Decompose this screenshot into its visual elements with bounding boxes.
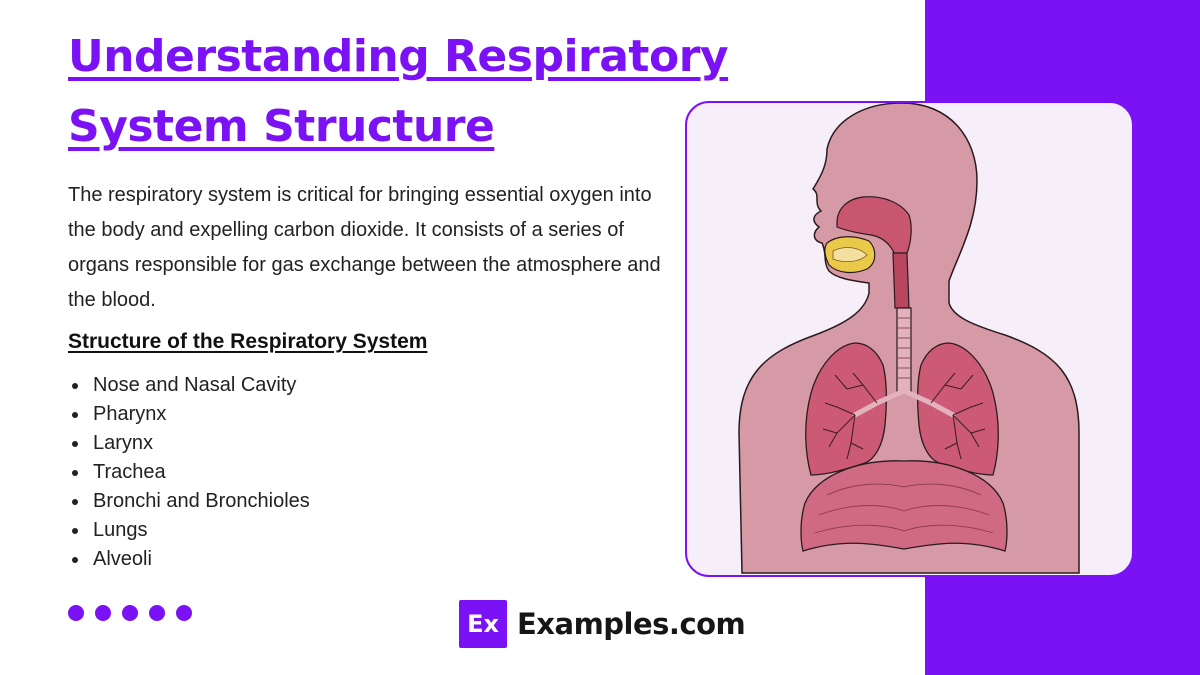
decorative-dots: [68, 605, 192, 621]
respiratory-system-illustration: [738, 103, 1080, 574]
tongue-shape: [832, 247, 868, 263]
bullet-icon: [72, 556, 78, 563]
pharynx-shape: [892, 252, 910, 309]
list-item: Alveoli: [68, 545, 310, 574]
dot-icon: [68, 605, 84, 621]
list-item: Trachea: [68, 458, 310, 487]
illustration-card: [685, 101, 1134, 577]
logo-mark: Ex: [459, 600, 507, 648]
list-item: Lungs: [68, 516, 310, 545]
list-item-label: Trachea: [93, 461, 166, 483]
intro-paragraph: The respiratory system is critical for b…: [68, 184, 661, 311]
trachea-shape: [896, 307, 912, 394]
list-item-label: Bronchi and Bronchioles: [93, 490, 310, 512]
bullet-icon: [72, 527, 78, 534]
bullet-icon: [72, 469, 78, 476]
examples-logo[interactable]: Ex Examples.com: [459, 600, 746, 648]
diaphragm-shape: [800, 460, 1008, 552]
dot-icon: [122, 605, 138, 621]
list-item: Pharynx: [68, 400, 310, 429]
dot-icon: [176, 605, 192, 621]
list-item-label: Nose and Nasal Cavity: [93, 374, 297, 396]
page-title-line-2: System Structure: [68, 101, 495, 152]
structure-list: Nose and Nasal Cavity Pharynx Larynx Tra…: [68, 371, 310, 574]
bullet-icon: [72, 382, 78, 389]
trachea-rings: [897, 317, 911, 379]
list-item-label: Pharynx: [93, 403, 167, 425]
bullet-icon: [72, 440, 78, 447]
bronchioles: [822, 372, 986, 460]
page-title-line-1: Understanding Respiratory: [68, 31, 729, 82]
list-item-label: Lungs: [93, 519, 148, 541]
page-title: Understanding Respiratory System Structu…: [68, 22, 768, 162]
bullet-icon: [72, 411, 78, 418]
list-item: Nose and Nasal Cavity: [68, 371, 310, 400]
dot-icon: [149, 605, 165, 621]
list-item-label: Alveoli: [93, 548, 152, 570]
dot-icon: [95, 605, 111, 621]
list-item: Bronchi and Bronchioles: [68, 487, 310, 516]
nasal-cavity-shape: [836, 196, 912, 256]
list-item: Larynx: [68, 429, 310, 458]
bullet-icon: [72, 498, 78, 505]
diaphragm-lines: [814, 483, 994, 534]
logo-text: Examples.com: [517, 607, 746, 641]
list-item-label: Larynx: [93, 432, 154, 454]
section-subheading: Structure of the Respiratory System: [68, 330, 428, 353]
